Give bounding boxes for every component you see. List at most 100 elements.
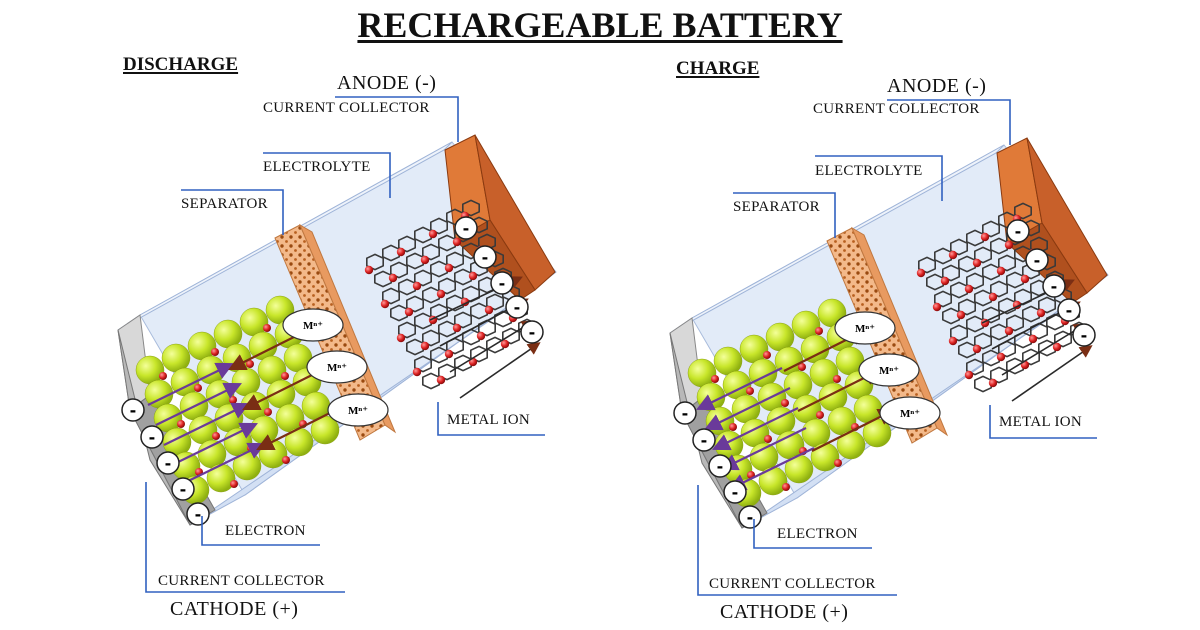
graphite-hexagon: [934, 290, 952, 308]
leader-line: [181, 189, 284, 235]
electron-flow-arrow: [155, 382, 242, 426]
metal-ion-dot: [746, 387, 754, 395]
graphite-hexagon: [414, 355, 432, 373]
cathode-particle: [810, 442, 840, 472]
electron-marker-sign: -: [717, 457, 724, 476]
electron-marker: -: [490, 271, 514, 295]
metal-ion-dot: [948, 250, 958, 260]
graphite-hexagon: [382, 287, 400, 305]
electron-flow-arrow: [728, 447, 815, 491]
metal-ion-dot: [364, 265, 374, 275]
metal-ion-dot: [1004, 240, 1014, 250]
cathode-particle: [258, 439, 288, 469]
metal-ion-bubble-shape: [858, 353, 920, 387]
electron-marker-circle: [723, 480, 747, 504]
leader-line: [989, 405, 1097, 439]
electron-marker-sign: -: [1015, 222, 1022, 241]
graphite-hexagon: [430, 217, 448, 235]
metal-ion-dot: [194, 384, 202, 392]
charge-cathode-particles: [687, 298, 892, 508]
graphite-hexagon: [502, 327, 520, 345]
electron-marker-circle: [1072, 323, 1096, 347]
graphite-hexagon: [478, 319, 496, 337]
metal-ion-dot: [964, 284, 974, 294]
electron-marker: -: [673, 401, 697, 425]
electron-marker: -: [1072, 323, 1096, 347]
metal-ion-dot: [420, 341, 430, 351]
metal-ion-dot: [500, 339, 510, 349]
graphite-hexagon: [406, 295, 424, 313]
electron-flow-arrow: [163, 402, 250, 446]
electron-marker-circle: [692, 428, 716, 452]
leader-line: [887, 99, 1011, 145]
metal-ion-dot: [281, 372, 289, 380]
electron-marker-circle: [186, 502, 210, 526]
anode-flow-arrow: [459, 342, 541, 399]
electron-marker-circle: [156, 451, 180, 475]
electron-flow-arrow: [720, 427, 807, 471]
discharge-electron-label: ELECTRON: [225, 523, 306, 539]
metal-ion-dot: [916, 268, 926, 278]
electron-marker-sign: -: [180, 480, 187, 499]
discharge-metal-ion-label: METAL ION: [447, 412, 531, 428]
electron-marker: -: [1006, 219, 1030, 243]
metal-ion-bubble-shape: [834, 311, 896, 345]
electron-marker: -: [186, 502, 210, 526]
metal-ion-dot: [996, 352, 1006, 362]
electron-marker-sign: -: [130, 401, 137, 420]
leader-line: [815, 155, 943, 201]
leader-line: [697, 485, 897, 596]
metal-ion-dot: [428, 229, 438, 239]
metal-ion-bubble-label: Mⁿ⁺: [855, 323, 875, 335]
electron-marker: -: [692, 428, 716, 452]
electron-marker-circle: [1042, 274, 1066, 298]
graphite-hexagon: [430, 303, 448, 321]
metal-ion-dot: [412, 367, 422, 377]
metal-ion-bubble: Mⁿ⁺: [327, 393, 389, 427]
ion-flow-arrow: [256, 407, 341, 450]
metal-ion-bubble-shape: [879, 396, 941, 430]
leader-line: [733, 192, 836, 238]
graphite-hexagon: [438, 277, 456, 295]
metal-ion-dot: [988, 292, 998, 302]
metal-ion-dot: [964, 370, 974, 380]
charge-metal-ion-label: METAL ION: [999, 414, 1083, 430]
electron-flow-arrow: [704, 387, 791, 431]
electron-marker-circle: [738, 505, 762, 529]
metal-ion-dot: [972, 258, 982, 268]
charge-cathode-collector-label: CURRENT COLLECTOR: [709, 576, 876, 592]
metal-ion-dot: [932, 302, 942, 312]
graphite-hexagon: [974, 375, 992, 393]
metal-ion-dot: [781, 399, 789, 407]
metal-ion-dot: [159, 372, 167, 380]
electron-marker-sign: -: [1081, 326, 1088, 345]
electron-marker-sign: -: [1051, 277, 1058, 296]
metal-ion-dot: [956, 310, 966, 320]
metal-ion-bubble-shape: [327, 393, 389, 427]
metal-ion-dot: [763, 351, 771, 359]
anode-flow-arrow: [449, 320, 535, 373]
metal-ion-dot: [948, 336, 958, 346]
electron-flow-arrow: [147, 362, 234, 406]
graphite-hexagon: [998, 254, 1016, 272]
graphite-hexagon: [950, 324, 968, 342]
metal-ion-bubble-label: Mⁿ⁺: [879, 365, 899, 377]
metal-ion-dot: [177, 420, 185, 428]
metal-ion-dot: [246, 360, 254, 368]
metal-ion-dot: [1036, 308, 1046, 318]
metal-ion-bubble-label: Mⁿ⁺: [900, 408, 920, 420]
graphite-hexagon: [486, 293, 504, 311]
metal-ion-dot: [404, 307, 414, 317]
graphite-hexagon: [454, 311, 472, 329]
electron-marker-sign: -: [732, 483, 739, 502]
electron-marker: -: [121, 398, 145, 422]
metal-ion-bubble: Mⁿ⁺: [834, 311, 896, 345]
electron-marker: -: [171, 477, 195, 501]
graphite-hexagon: [950, 238, 968, 256]
electron-marker-sign: -: [165, 454, 172, 473]
graphite-hexagon: [366, 253, 384, 271]
graphite-hexagon: [1014, 202, 1032, 220]
electron-flow-arrow: [171, 422, 258, 466]
leader-line: [753, 519, 872, 549]
graphite-hexagon: [966, 272, 984, 290]
